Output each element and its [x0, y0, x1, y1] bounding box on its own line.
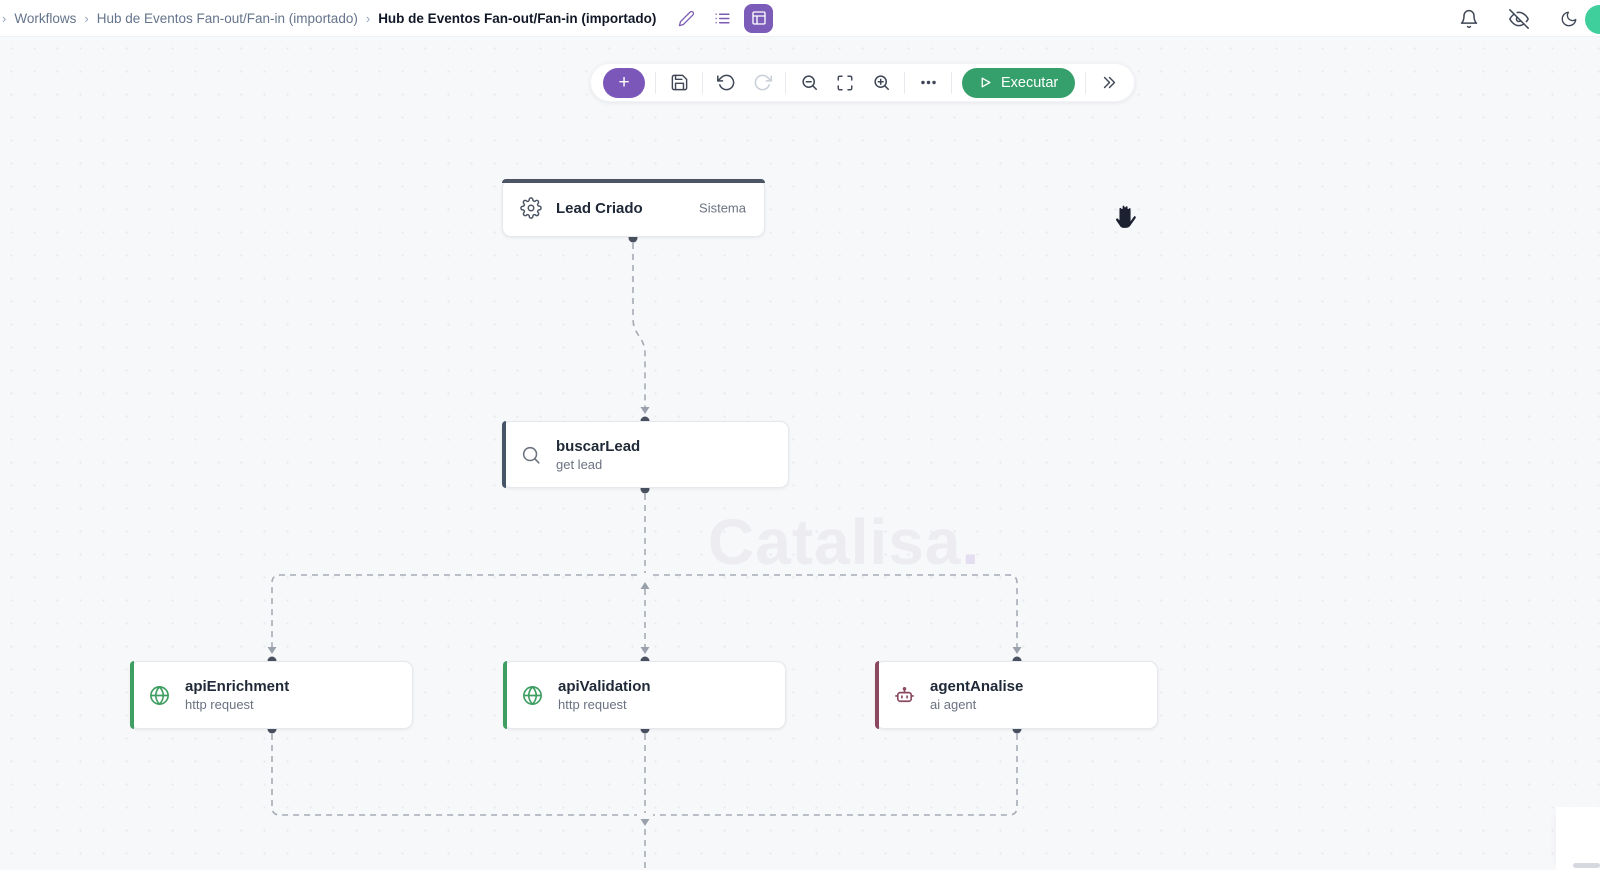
watermark-text: Catalisa — [708, 506, 962, 578]
toolbar-divider — [951, 71, 952, 94]
node-accent — [130, 661, 134, 729]
node-title: agentAnalise — [930, 678, 1024, 695]
canvas-toolbar: + — [590, 63, 1136, 102]
top-bar: › Workflows › Hub de Eventos Fan-out/Fan… — [0, 0, 1600, 37]
moon-icon[interactable] — [1556, 6, 1582, 32]
breadcrumb-item-workflows[interactable]: Workflows — [14, 10, 77, 26]
node-subtitle: http request — [185, 697, 254, 712]
node-title: apiEnrichment — [185, 678, 290, 695]
search-icon — [520, 444, 542, 466]
bell-icon[interactable] — [1456, 6, 1482, 32]
undo-icon[interactable] — [713, 70, 739, 96]
add-node-button[interactable]: + — [603, 67, 645, 98]
toolbar-divider — [702, 71, 703, 94]
breadcrumb: › Workflows › Hub de Eventos Fan-out/Fan… — [0, 3, 774, 33]
node-title: Lead Criado — [556, 199, 643, 217]
node-badge-sistema: Sistema — [699, 200, 746, 216]
list-icon[interactable] — [708, 4, 736, 32]
fit-view-icon[interactable] — [832, 70, 858, 96]
node-title: apiValidation — [558, 678, 651, 695]
breadcrumb-separator: › — [2, 10, 7, 26]
node-accent — [502, 179, 765, 183]
edit-pencil-icon[interactable] — [672, 4, 700, 32]
breadcrumb-item-current: Hub de Eventos Fan-out/Fan-in (importado… — [378, 10, 657, 26]
toolbar-divider — [655, 71, 656, 94]
toolbar-divider — [1085, 71, 1087, 94]
edge-fanout-left — [271, 574, 637, 648]
save-icon[interactable] — [666, 70, 692, 96]
execute-button[interactable]: Executar — [962, 67, 1076, 98]
panel-layout-icon — [752, 11, 766, 25]
node-agent-analise[interactable]: agentAnalise ai agent — [875, 661, 1158, 729]
watermark-dot: . — [961, 506, 981, 578]
expand-chevrons-icon[interactable] — [1096, 70, 1122, 96]
node-lead-criado[interactable]: Lead Criado Sistema — [502, 179, 765, 237]
redo-icon[interactable] — [749, 70, 775, 96]
node-accent — [875, 661, 879, 729]
hand-cursor — [1111, 200, 1141, 239]
execute-label: Executar — [1001, 74, 1059, 91]
toolbar-divider — [785, 71, 786, 94]
catalisa-watermark: Catalisa. — [708, 505, 980, 579]
gear-icon — [520, 197, 542, 219]
eye-off-icon[interactable] — [1506, 6, 1532, 32]
edge-leadcriado-buscarlead — [632, 243, 646, 408]
node-title: buscarLead — [556, 437, 641, 455]
side-panel-corner — [1556, 807, 1600, 870]
node-buscar-lead[interactable]: buscarLead get lead — [502, 421, 789, 488]
node-api-validation[interactable]: apiValidation http request — [503, 661, 786, 729]
edge-fanout-right — [653, 574, 1018, 648]
node-accent — [503, 661, 507, 729]
panel-layout-button[interactable] — [744, 3, 774, 33]
more-options-icon[interactable] — [915, 70, 941, 96]
globe-icon — [521, 684, 544, 707]
toolbar-divider — [904, 71, 905, 94]
play-icon — [981, 77, 991, 88]
breadcrumb-separator: › — [365, 10, 371, 26]
node-subtitle: get lead — [556, 456, 603, 472]
node-subtitle: ai agent — [930, 697, 977, 712]
robot-icon — [893, 684, 916, 707]
breadcrumb-separator: › — [84, 10, 89, 26]
avatar[interactable] — [1585, 5, 1600, 34]
edge-fanin-left — [271, 734, 637, 816]
globe-icon — [148, 684, 171, 707]
edge-arrowheads — [267, 407, 1022, 826]
workflow-canvas[interactable]: Catalisa. — [0, 37, 1600, 870]
breadcrumb-item-workflow-parent[interactable]: Hub de Eventos Fan-out/Fan-in (importado… — [96, 10, 358, 26]
topbar-right-icons — [1456, 0, 1600, 37]
zoom-out-icon[interactable] — [796, 70, 822, 96]
horizontal-scrollbar-thumb[interactable] — [1573, 863, 1600, 868]
node-api-enrichment[interactable]: apiEnrichment http request — [130, 661, 413, 729]
edge-fanin-right — [653, 734, 1018, 816]
zoom-in-icon[interactable] — [868, 70, 894, 96]
node-subtitle: http request — [558, 697, 627, 712]
node-accent — [502, 421, 506, 488]
